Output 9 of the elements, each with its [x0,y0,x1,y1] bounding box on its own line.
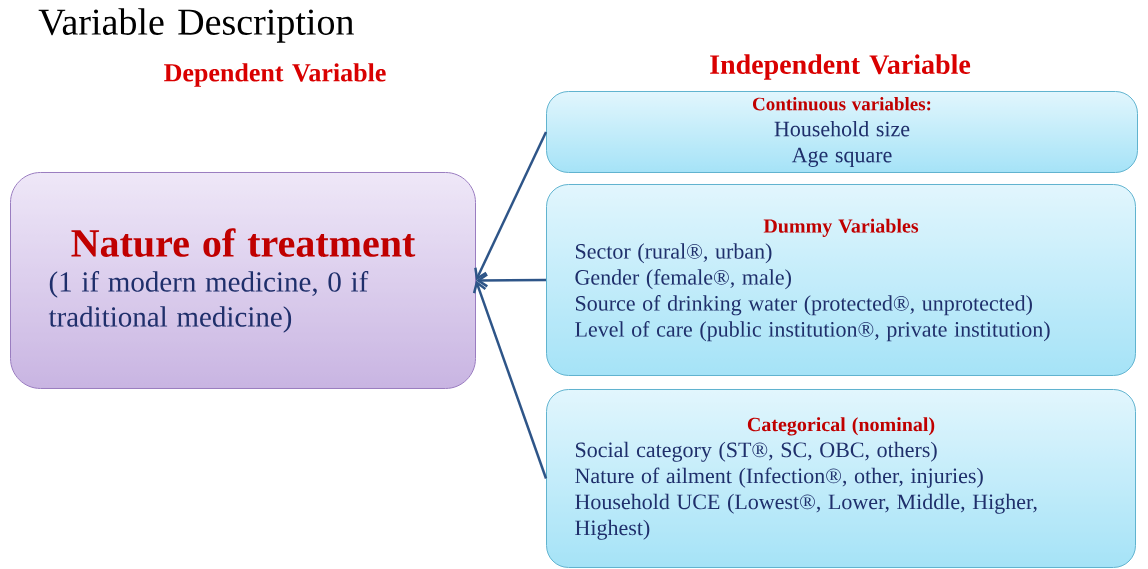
variable-box: Categorical (nominal) Social category (ST®, SC, OBC, others) Nature of ailment (Infection®, other, injuries) Household UCE (Lowest®, Lower, Middle, Higher, Highest) [546,389,1136,568]
variable-box: Nature of treatment (1 if modern medicine, 0 if traditional medicine) [10,172,476,389]
title: Variable Description [38,8,354,43]
variable-box: Continuous variables: Household size Age square [546,91,1138,173]
section-heading: Dependent Variable [164,63,386,87]
arrow [472,280,548,479]
variable-box: Dummy Variables Sector (rural®, urban) Gender (female®, male) Source of drinking water (protected®, unprotected) Level of care (public institution®, private institution) [546,184,1136,376]
arrow [474,131,548,281]
arrow [476,273,546,288]
